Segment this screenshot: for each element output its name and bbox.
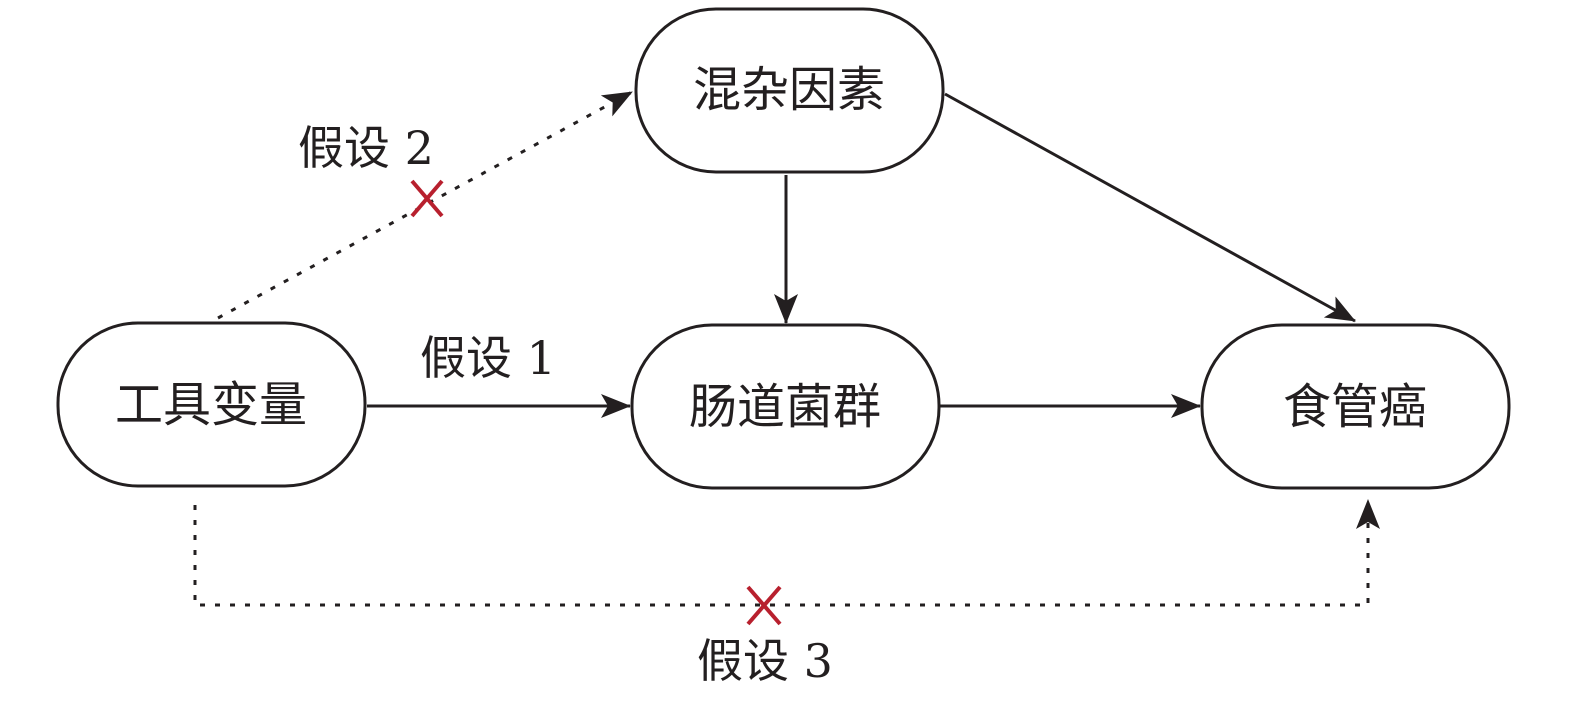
node-gut-microbiota: 肠道菌群 bbox=[630, 323, 941, 490]
node-confounders-label: 混杂因素 bbox=[693, 62, 885, 118]
node-confounders: 混杂因素 bbox=[634, 7, 945, 174]
violation-x-mark-assumption-2 bbox=[410, 179, 444, 218]
node-esophageal-cancer: 食管癌 bbox=[1200, 323, 1511, 490]
assumption-3-label: 假设 3 bbox=[697, 634, 833, 688]
assumption-2-label: 假设 2 bbox=[298, 121, 434, 175]
node-instrument-label: 工具变量 bbox=[115, 377, 307, 433]
edge-instrument-to-confounders-dotted bbox=[217, 90, 633, 320]
violation-x-mark-assumption-3 bbox=[746, 585, 782, 626]
edge-instrument-to-cancer-dotted bbox=[193, 499, 1380, 607]
node-instrument: 工具变量 bbox=[56, 321, 367, 488]
edge-confounders-to-cancer bbox=[944, 92, 1356, 323]
node-esophageal-cancer-label: 食管癌 bbox=[1283, 379, 1427, 435]
assumption-1-label: 假设 1 bbox=[420, 331, 556, 385]
node-gut-microbiota-label: 肠道菌群 bbox=[689, 379, 881, 435]
